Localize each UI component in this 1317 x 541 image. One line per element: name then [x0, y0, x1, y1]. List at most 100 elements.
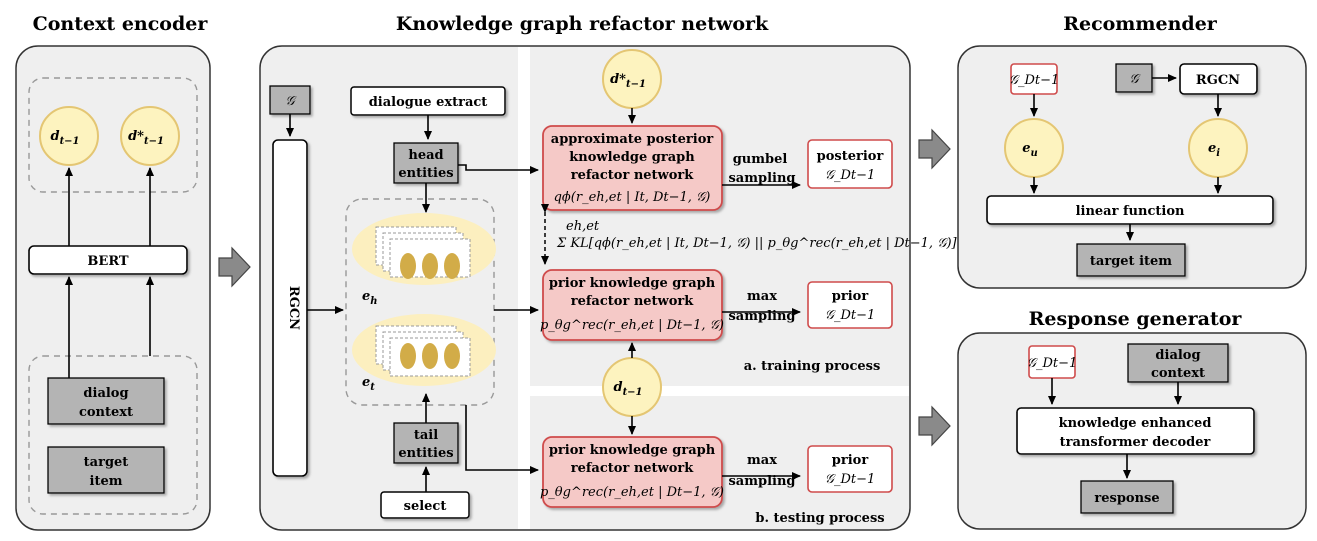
flow-arrow-1	[218, 246, 251, 288]
svg-text:𝒢: 𝒢	[1129, 72, 1141, 87]
max-sampling-label-train: sampling	[728, 309, 795, 324]
tail-entities-box: tail entities	[393, 422, 459, 464]
svg-text:entities: entities	[398, 166, 453, 181]
gumbel-label: gumbel	[733, 152, 788, 167]
svg-text:response: response	[1094, 491, 1159, 506]
posterior-formula: qϕ(r_eh,et | It, Dt−1, 𝒢)	[554, 190, 711, 205]
prior-output-box-train: prior 𝒢_Dt−1	[807, 281, 893, 329]
output-embeddings-group	[28, 77, 198, 193]
svg-text:item: item	[90, 474, 123, 489]
max-label-train: max	[747, 289, 777, 304]
svg-text:𝒢_Dt−1: 𝒢_Dt−1	[1009, 73, 1060, 88]
svg-text:target: target	[84, 455, 129, 470]
context-encoder-title: Context encoder	[33, 13, 209, 35]
svg-text:d*t−1: d*t−1	[128, 129, 164, 147]
svg-text:tail: tail	[414, 428, 438, 443]
svg-text:p_θg^rec(r_eh,et | Dt−1, 𝒢): p_θg^rec(r_eh,et | Dt−1, 𝒢)	[540, 485, 724, 500]
dialog-context-box: dialog context	[47, 377, 165, 425]
svg-text:dt−1: dt−1	[50, 129, 79, 147]
head-entities-box: head entities	[393, 142, 459, 184]
svg-text:knowledge graph: knowledge graph	[569, 150, 695, 165]
svg-text:d*t−1: d*t−1	[610, 72, 646, 90]
posterior-network-box: approximate posterior knowledge graph re…	[542, 125, 723, 211]
kg-separator-horizontal	[530, 386, 909, 396]
svg-text:posterior: posterior	[817, 149, 884, 164]
svg-text:refactor network: refactor network	[571, 168, 695, 183]
resp-dialog-context-box: dialog context	[1127, 343, 1229, 383]
svg-text:𝒢: 𝒢	[285, 94, 297, 109]
posterior-output-box: posterior 𝒢_Dt−1	[807, 139, 893, 189]
response-generator-title: Response generator	[1029, 308, 1243, 330]
kl-sum-subscript: eh,et	[566, 219, 600, 234]
head-to-posterior-arrow	[458, 164, 539, 174]
decoder-box: knowledge enhanced transformer decoder	[1016, 407, 1255, 455]
svg-text:𝒢_Dt−1: 𝒢_Dt−1	[825, 168, 876, 183]
recommender-panel	[957, 45, 1307, 289]
svg-text:𝒢_Dt−1: 𝒢_Dt−1	[825, 308, 876, 323]
d-star-t1-node: d*t−1	[120, 106, 180, 166]
d-t1-kg-node: dt−1	[602, 357, 662, 417]
prior-network-box-test: prior knowledge graph refactor network p…	[540, 436, 724, 508]
graph-input-box: 𝒢	[269, 85, 311, 115]
rgcn-box: RGCN	[272, 139, 308, 477]
svg-text:𝒢_Dt−1: 𝒢_Dt−1	[825, 472, 876, 487]
gumbel-sampling-label: sampling	[728, 171, 795, 186]
inputs-group	[28, 355, 198, 515]
kl-formula: Σ KL[qϕ(r_eh,et | It, Dt−1, 𝒢) || p_θg^r…	[556, 236, 958, 251]
training-process-label: a. training process	[744, 359, 881, 374]
svg-text:refactor network: refactor network	[571, 461, 695, 476]
rec-graph-box: 𝒢	[1115, 63, 1153, 93]
dialogue-extract-box: dialogue extract	[350, 86, 506, 116]
svg-text:dialog: dialog	[1155, 348, 1200, 363]
prior-output-box-test: prior 𝒢_Dt−1	[807, 445, 893, 493]
svg-text:RGCN: RGCN	[286, 286, 301, 330]
svg-text:select: select	[404, 499, 447, 514]
svg-text:prior: prior	[832, 453, 869, 468]
select-box: select	[380, 491, 470, 519]
recommender-title: Recommender	[1063, 13, 1218, 35]
kg-separator-vertical	[518, 47, 530, 529]
svg-text:dialog: dialog	[83, 386, 128, 401]
svg-text:𝒢_Dt−1: 𝒢_Dt−1	[1027, 356, 1078, 371]
tail-entity-set: et	[352, 314, 496, 393]
svg-text:et: et	[362, 375, 375, 393]
response-box: response	[1080, 480, 1174, 514]
flow-arrow-3	[918, 405, 951, 447]
svg-text:BERT: BERT	[87, 254, 128, 269]
resp-graph-d-box: 𝒢_Dt−1	[1027, 345, 1078, 379]
testing-process-label: b. testing process	[755, 511, 884, 526]
svg-text:eu: eu	[1022, 141, 1038, 159]
svg-text:context: context	[79, 405, 133, 420]
svg-text:refactor network: refactor network	[571, 294, 695, 309]
bert-box: BERT	[28, 245, 188, 275]
svg-text:prior knowledge graph: prior knowledge graph	[549, 443, 716, 458]
svg-text:dt−1: dt−1	[613, 380, 642, 398]
svg-text:approximate posterior: approximate posterior	[551, 132, 714, 147]
svg-text:knowledge enhanced: knowledge enhanced	[1059, 416, 1212, 431]
svg-text:RGCN: RGCN	[1196, 73, 1240, 88]
svg-text:p_θg^rec(r_eh,et | Dt−1, 𝒢): p_θg^rec(r_eh,et | Dt−1, 𝒢)	[540, 318, 724, 333]
svg-text:context: context	[1151, 366, 1205, 381]
entities-to-test-prior-arrow	[465, 405, 539, 474]
d-t1-node: dt−1	[39, 106, 99, 166]
svg-text:eh: eh	[362, 289, 378, 307]
target-item-box: target item	[47, 446, 165, 494]
kg-refactor-title: Knowledge graph refactor network	[396, 13, 769, 35]
head-entity-set: eh	[352, 213, 496, 307]
rec-target-item-box: target item	[1076, 243, 1186, 277]
max-sampling-label-test: sampling	[728, 474, 795, 489]
e-i-node: ei	[1188, 118, 1248, 178]
prior-network-box-train: prior knowledge graph refactor network p…	[540, 269, 724, 341]
svg-text:entities: entities	[398, 446, 453, 461]
svg-text:ei: ei	[1208, 141, 1220, 159]
entity-cluster	[345, 198, 495, 406]
rec-graph-d-box: 𝒢_Dt−1	[1009, 63, 1060, 95]
svg-text:target item: target item	[1090, 254, 1172, 269]
svg-text:linear function: linear function	[1076, 204, 1185, 219]
svg-text:prior knowledge graph: prior knowledge graph	[549, 276, 716, 291]
d-star-kg-node: d*t−1	[602, 49, 662, 109]
svg-text:transformer decoder: transformer decoder	[1060, 435, 1211, 450]
flow-arrow-2	[918, 128, 951, 170]
svg-text:head: head	[408, 148, 443, 163]
